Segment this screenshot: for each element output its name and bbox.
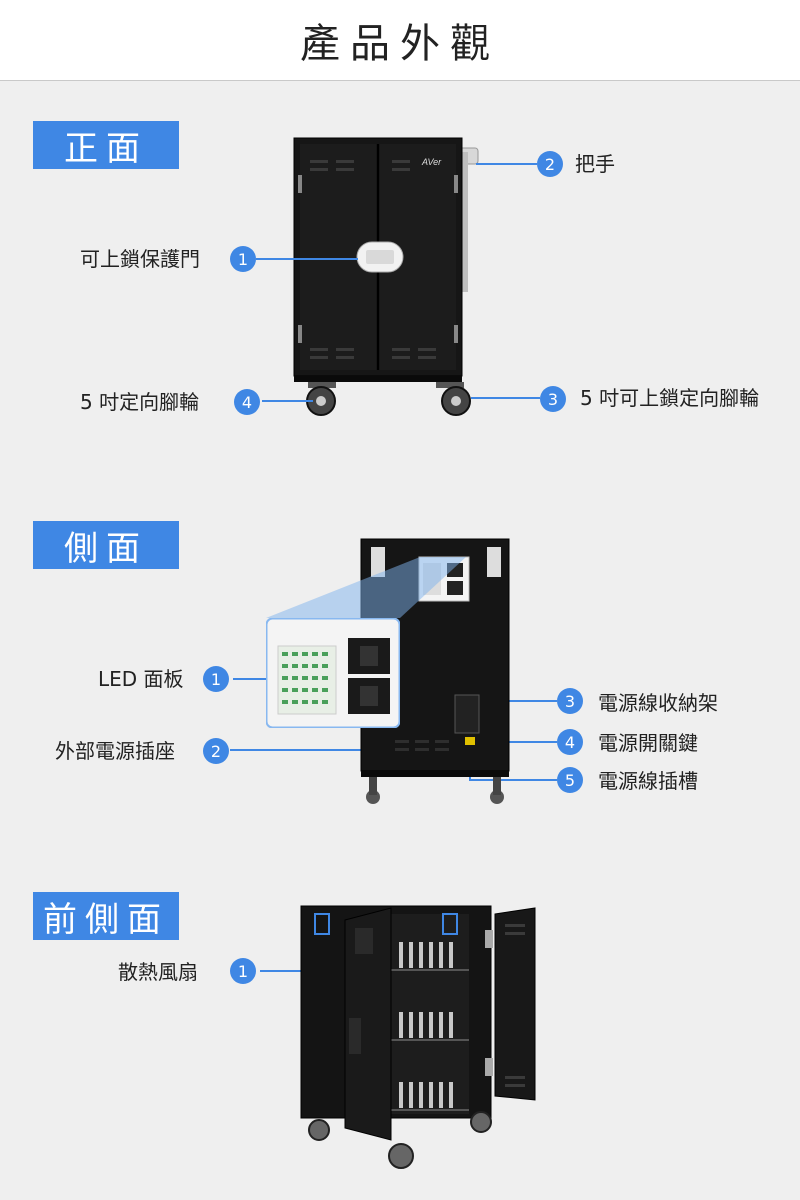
callout-label-fixed-caster: 5 吋定向腳輪 xyxy=(80,390,200,414)
callout-label-lockable-caster: 5 吋可上鎖定向腳輪 xyxy=(580,386,760,410)
callout-badge-side-3: 3 xyxy=(557,688,583,714)
callout-label-cooling-fan: 散熱風扇 xyxy=(118,960,198,984)
callout-badge-2: 2 xyxy=(537,151,563,177)
section-tag-front: 正面 xyxy=(33,121,179,169)
callout-badge-front-side-1: 1 xyxy=(230,958,256,984)
callout-label-power-switch: 電源開關鍵 xyxy=(598,731,698,755)
callout-badge-3: 3 xyxy=(540,386,566,412)
cabinet-open-image xyxy=(300,905,536,1169)
callout-badge-side-2: 2 xyxy=(203,738,229,764)
callout-badge-side-5: 5 xyxy=(557,767,583,793)
callout-label-led-panel: LED 面板 xyxy=(98,667,184,691)
section-tag-side: 側面 xyxy=(33,521,179,569)
callout-badge-1: 1 xyxy=(230,246,256,272)
page-title: 產品外觀 xyxy=(300,21,500,67)
led-panel-zoom xyxy=(266,618,400,728)
callout-label-handle: 把手 xyxy=(575,152,615,176)
callout-label-external-outlet: 外部電源插座 xyxy=(55,739,175,763)
callout-label-lockable-door: 可上鎖保護門 xyxy=(80,247,200,271)
callout-badge-side-4: 4 xyxy=(557,729,583,755)
callout-badge-4: 4 xyxy=(234,389,260,415)
brand-logo-text: AVer xyxy=(421,157,442,167)
page-header: 產品外觀 xyxy=(0,0,800,81)
cabinet-front-image: AVer xyxy=(293,137,479,416)
callout-badge-side-1: 1 xyxy=(203,666,229,692)
callout-label-power-inlet: 電源線插槽 xyxy=(598,769,698,793)
callout-label-cable-storage: 電源線收納架 xyxy=(598,691,718,715)
section-tag-front-side: 前側面 xyxy=(33,892,179,940)
